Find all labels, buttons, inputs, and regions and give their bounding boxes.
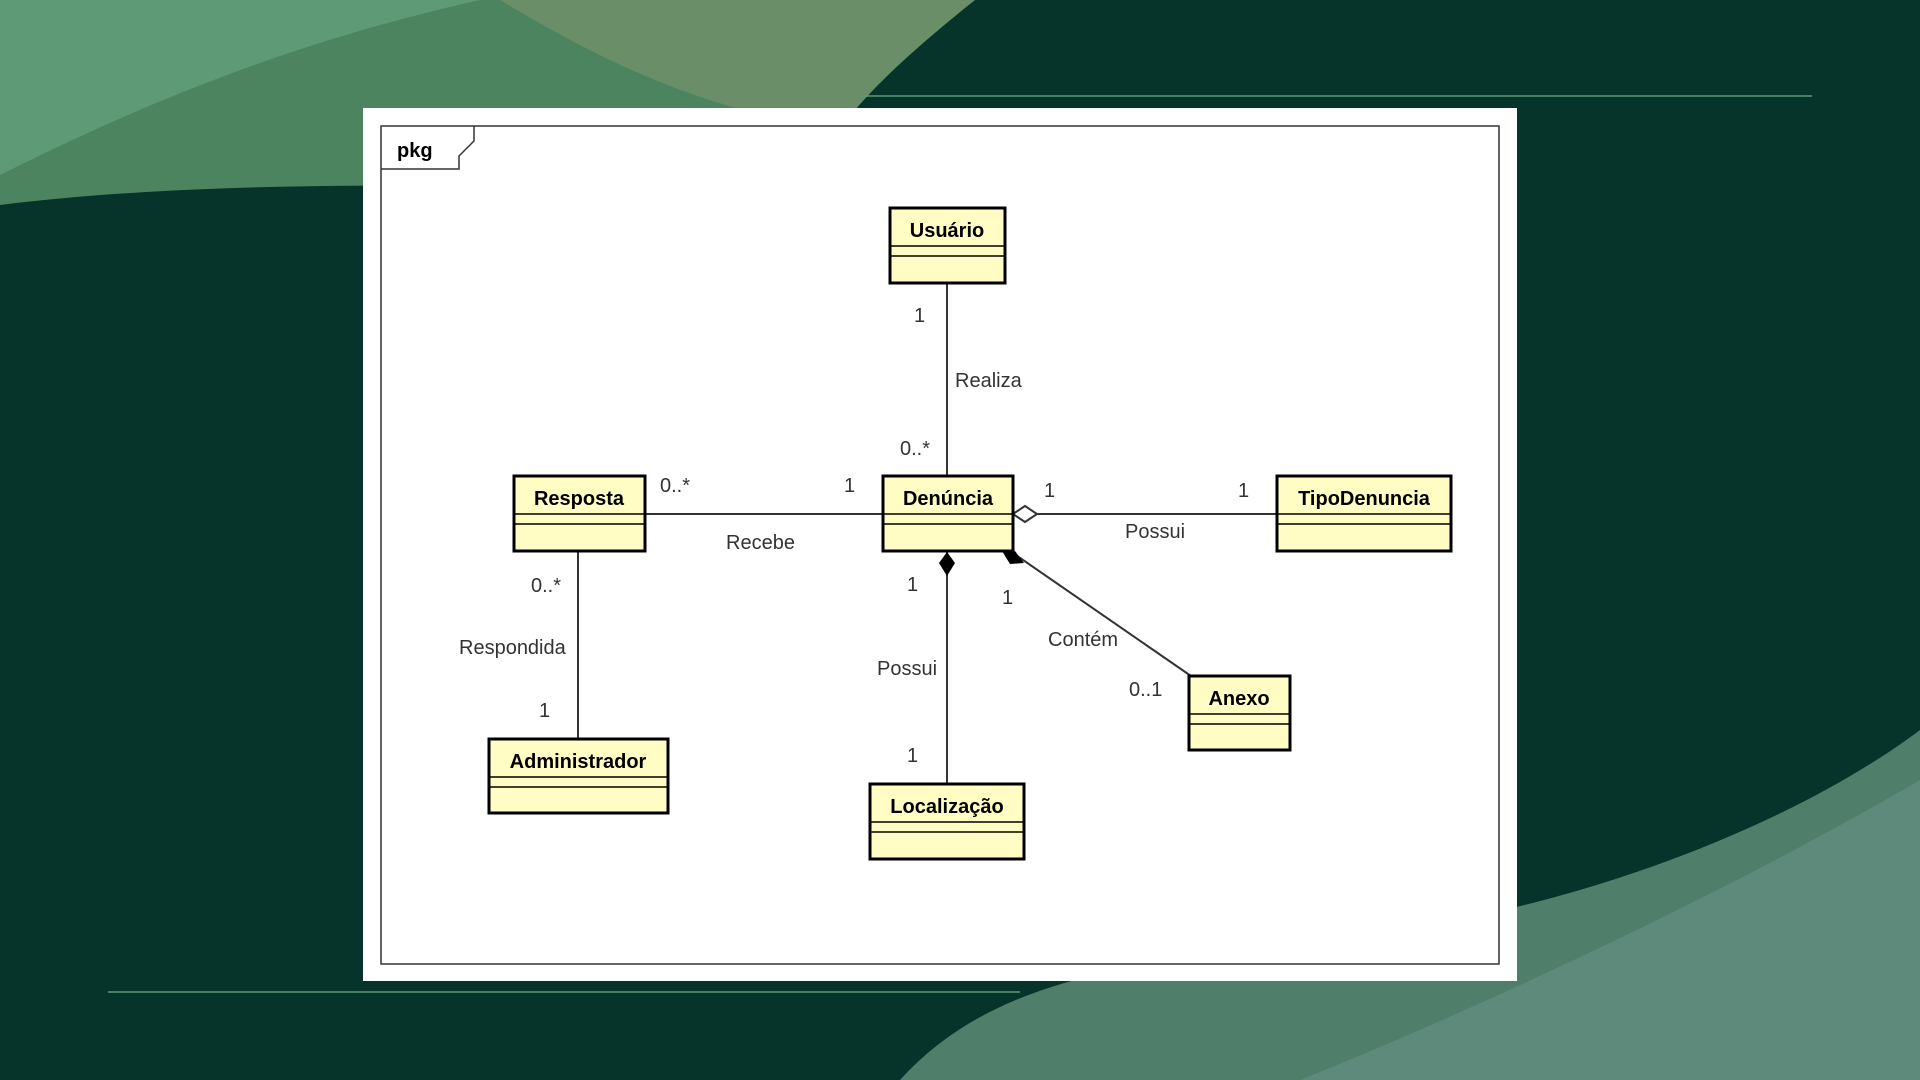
label-possui-localizacao: Possui xyxy=(877,658,937,680)
composition-diamond-localizacao xyxy=(939,552,955,576)
class-name: TipoDenuncia xyxy=(1298,488,1431,510)
mult-contem-anexo: 0..1 xyxy=(1129,679,1162,701)
mult-possui-tipo-denuncia: 1 xyxy=(1044,480,1055,502)
mult-respondida-resposta: 0..* xyxy=(531,575,561,597)
class-name: Administrador xyxy=(510,751,647,773)
class-anexo[interactable]: Anexo xyxy=(1187,674,1292,752)
class-localizacao[interactable]: Localização xyxy=(868,782,1026,861)
label-recebe: Recebe xyxy=(726,532,795,554)
mult-realiza-denuncia: 0..* xyxy=(900,438,930,460)
class-name: Usuário xyxy=(910,220,984,242)
package-label: pkg xyxy=(397,140,433,162)
edge-contem xyxy=(1009,550,1192,677)
mult-possui-localizacao-localizacao: 1 xyxy=(907,745,918,767)
uml-class-diagram: pkg Usuário Denúncia Resposta xyxy=(380,125,1500,965)
composition-diamond-anexo xyxy=(1002,551,1024,564)
aggregation-diamond xyxy=(1011,504,1039,524)
label-realiza: Realiza xyxy=(955,370,1023,392)
class-name: Resposta xyxy=(534,488,625,510)
label-possui-tipo: Possui xyxy=(1125,521,1185,543)
mult-recebe-resposta: 0..* xyxy=(660,475,690,497)
mult-realiza-usuario: 1 xyxy=(914,305,925,327)
class-tipodenuncia[interactable]: TipoDenuncia xyxy=(1275,474,1453,553)
label-contem: Contém xyxy=(1048,629,1118,651)
class-denuncia[interactable]: Denúncia xyxy=(881,474,1015,553)
package-tab xyxy=(381,126,475,170)
mult-possui-tipo-tipodenuncia: 1 xyxy=(1238,480,1249,502)
class-resposta[interactable]: Resposta xyxy=(512,474,647,553)
label-respondida: Respondida xyxy=(459,637,567,659)
class-name: Denúncia xyxy=(903,488,994,510)
class-name: Localização xyxy=(890,796,1003,818)
class-administrador[interactable]: Administrador xyxy=(487,737,670,815)
mult-recebe-denuncia: 1 xyxy=(844,475,855,497)
diagram-card: pkg Usuário Denúncia Resposta xyxy=(363,108,1517,981)
mult-contem-denuncia: 1 xyxy=(1002,587,1013,609)
package-frame xyxy=(380,125,1500,965)
class-name: Anexo xyxy=(1208,688,1269,710)
mult-respondida-administrador: 1 xyxy=(539,700,550,722)
class-usuario[interactable]: Usuário xyxy=(888,206,1007,285)
mult-possui-localizacao-denuncia: 1 xyxy=(907,574,918,596)
